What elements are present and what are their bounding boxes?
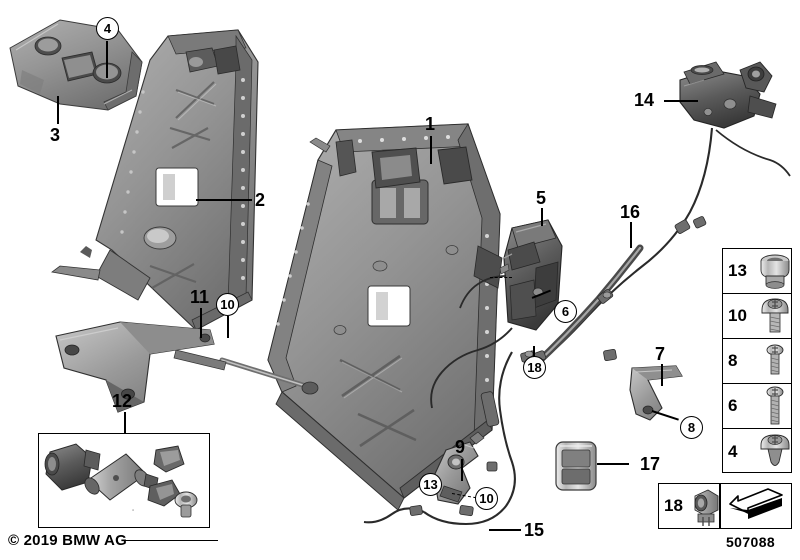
legend-art-screw-long: [754, 384, 796, 428]
copyright-notice: © 2019 BMW AG: [8, 532, 127, 549]
direction-arrow-cell: [721, 484, 791, 528]
legend-column: 13 10: [722, 248, 792, 473]
leader-5: [541, 208, 543, 226]
callout-2: 2: [255, 190, 266, 210]
leader-3: [57, 96, 59, 124]
callout-7: 7: [655, 344, 666, 364]
legend-art-bolt-large: [754, 294, 796, 338]
callout-5: 5: [536, 188, 547, 208]
leader-5-dash: [490, 277, 512, 278]
leader-2: [196, 199, 252, 201]
legend-number-18: 18: [664, 496, 683, 515]
callout-14: 14: [634, 90, 655, 110]
callout-3: 3: [50, 125, 61, 145]
part-14-latch-assembly: [679, 61, 777, 129]
hinge-rod: [173, 349, 319, 395]
legend-number-8: 8: [728, 351, 738, 370]
callout-16: 16: [620, 202, 641, 222]
callout-6: 6: [554, 300, 577, 323]
callout-11: 11: [190, 287, 210, 307]
drawing-number: 507088: [726, 534, 776, 550]
part-12-kit-contents: [44, 443, 198, 518]
leader-7: [661, 364, 663, 386]
callout-10-left: 10: [216, 293, 239, 316]
leader-14: [664, 100, 698, 102]
callout-15: 15: [524, 520, 545, 540]
legend-art-cable-clip: [690, 484, 724, 528]
leader-18: [533, 346, 535, 356]
legend-row-13: 13: [723, 249, 791, 294]
part-1-backrest-frame-main: [267, 123, 503, 511]
legend-number-10: 10: [728, 306, 747, 325]
legend-row-6: 6: [723, 384, 791, 429]
legend-number-4: 4: [728, 441, 738, 461]
callout-8: 8: [680, 416, 703, 439]
legend-row-10: 10: [723, 294, 791, 339]
callout-10-bottom: 10: [475, 487, 498, 510]
leader-1: [430, 136, 432, 164]
legend-art-rivet: [754, 429, 796, 474]
legend-number-13: 13: [728, 261, 747, 280]
legend-bottom-18: 18: [658, 483, 720, 529]
part-9-release-lever: [433, 431, 485, 505]
callout-1: 1: [425, 114, 436, 134]
leader-4: [106, 41, 108, 78]
leader-17: [597, 463, 629, 465]
direction-arrow-icon: [729, 488, 783, 519]
callout-12: 12: [112, 391, 133, 411]
callout-17: 17: [640, 454, 661, 474]
legend-row-4: 4: [723, 429, 791, 474]
legend-row-18: 18: [659, 484, 719, 528]
part-5-lock-housing: [499, 219, 563, 331]
legend-arrow-cell: [720, 483, 792, 529]
legend-art-bushing: [754, 249, 796, 293]
callout-13-bottom: 13: [419, 473, 442, 496]
legend-art-screw-short: [754, 339, 796, 383]
parts-box-12: [38, 433, 210, 528]
leader-16: [630, 222, 632, 248]
leader-12: [124, 412, 126, 434]
leader-15: [489, 529, 521, 531]
part-17-switch: [555, 441, 597, 491]
leader-9: [461, 459, 463, 481]
part-3-trim-cover: [9, 19, 143, 111]
part-11-bracket: [55, 321, 215, 413]
leader-11: [200, 308, 202, 338]
callout-18-cable: 18: [523, 356, 546, 379]
part-7-bracket: [629, 365, 683, 421]
callout-9: 9: [455, 437, 466, 457]
legend-row-8: 8: [723, 339, 791, 384]
callout-4: 4: [96, 17, 119, 40]
leader-10-left: [227, 316, 229, 338]
copyright-rule: [124, 540, 218, 542]
legend-number-6: 6: [728, 396, 738, 415]
